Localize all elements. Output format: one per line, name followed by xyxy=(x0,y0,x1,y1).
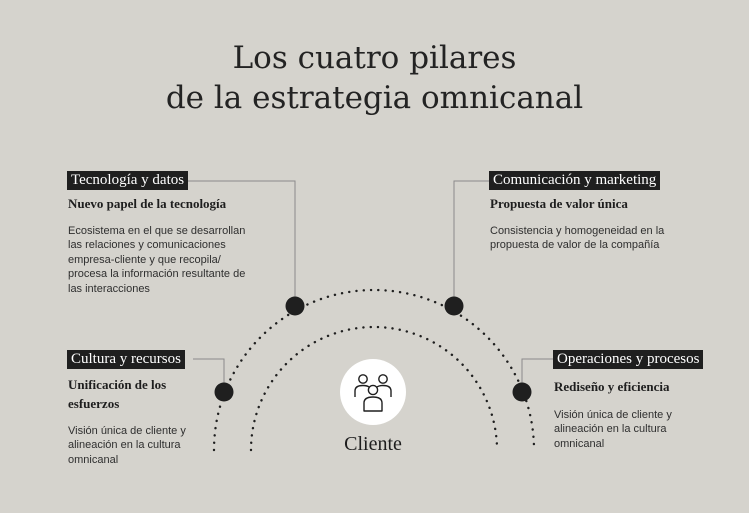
connector-comunicacion xyxy=(453,180,490,306)
pillar-tag-cultura: Cultura y recursos xyxy=(67,350,185,369)
connector-tecnologia xyxy=(186,180,296,306)
pillar-subtitle-tecnologia: Nuevo papel de la tecnología xyxy=(68,196,227,211)
connector-operaciones xyxy=(521,358,553,392)
title-line-1: Los cuatro pilares xyxy=(232,40,517,76)
connector-cultura xyxy=(193,358,225,392)
pillar-description-comunicacion: Consistencia y homogeneidad en la propue… xyxy=(490,225,665,252)
pillar-subtitle-operaciones: Rediseño y eficiencia xyxy=(554,379,670,394)
client-circle xyxy=(340,359,406,425)
node-operaciones xyxy=(512,382,532,402)
pillar-tag-comunicacion: Comunicación y marketing xyxy=(489,171,661,190)
pillar-subtitle-comunicacion: Propuesta de valor única xyxy=(490,196,628,211)
node-comunicacion xyxy=(444,296,464,316)
page-title: Los cuatro pilares de la estrategia omni… xyxy=(0,38,749,118)
pillar-subtitle-cultura: Unificación de los esfuerzos xyxy=(68,377,167,411)
title-line-2: de la estrategia omnicanal xyxy=(165,80,584,116)
pillar-tag-tecnologia: Tecnología y datos xyxy=(67,171,189,190)
people-group-icon xyxy=(354,374,392,412)
node-cultura xyxy=(214,382,234,402)
client-label: Cliente xyxy=(344,433,402,455)
pillar-description-cultura: Visión única de cliente y alineación en … xyxy=(68,425,186,466)
node-tecnologia xyxy=(285,296,305,316)
pillar-tag-operaciones: Operaciones y procesos xyxy=(553,350,704,369)
pillar-description-tecnologia: Ecosistema en el que se desarrollan las … xyxy=(68,225,246,295)
pillar-description-operaciones: Visión única de cliente y alineación en … xyxy=(554,409,672,450)
inner-dotted-arc xyxy=(249,325,499,452)
